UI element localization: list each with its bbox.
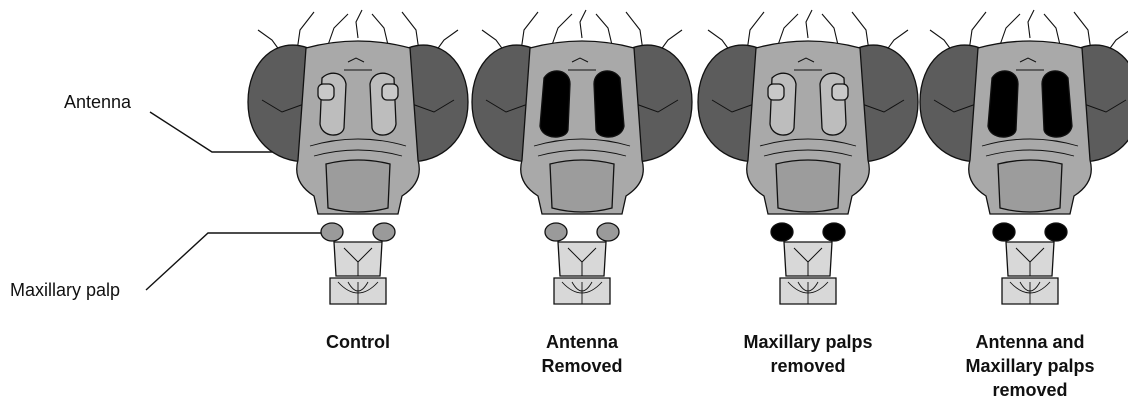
clypeus [326, 160, 390, 212]
right-maxillary-palp [373, 223, 395, 241]
bristle-left-inner [552, 14, 572, 45]
caption-control: Control [258, 330, 458, 354]
left-maxillary-palp-removed [771, 223, 793, 241]
bristle-center [806, 10, 812, 38]
clypeus [998, 160, 1062, 212]
caption-line: Antenna and [930, 330, 1128, 354]
right-maxillary-palp-removed [1045, 223, 1067, 241]
bristle-left-inner [328, 14, 348, 45]
caption-line: Removed [482, 354, 682, 378]
bristle-right-inner [1044, 14, 1060, 45]
fly-head-control [248, 10, 468, 304]
bristle-center [1028, 10, 1034, 38]
left-antenna-removed [988, 71, 1018, 137]
maxillary-palp-leader-line [146, 233, 328, 290]
caption-line: Maxillary palps [708, 330, 908, 354]
clypeus [776, 160, 840, 212]
fly-head-antenna-removed [472, 10, 692, 304]
left-antenna-segment [318, 84, 334, 100]
right-antenna [370, 73, 396, 135]
left-antenna [770, 73, 796, 135]
right-antenna [820, 73, 846, 135]
bristle-left-inner [778, 14, 798, 45]
bristle-right-inner [596, 14, 612, 45]
antenna-callout-label: Antenna [64, 92, 131, 112]
caption-line: removed [708, 354, 908, 378]
bristle-right-inner [822, 14, 838, 45]
caption-line: removed [930, 378, 1128, 402]
caption-line: Maxillary palps [930, 354, 1128, 378]
right-antenna-segment [382, 84, 398, 100]
left-maxillary-palp [545, 223, 567, 241]
right-maxillary-palp [597, 223, 619, 241]
bristle-right-inner [372, 14, 388, 45]
left-maxillary-palp [321, 223, 343, 241]
right-antenna-removed [1042, 71, 1072, 137]
maxillary-palp-callout-label: Maxillary palp [10, 280, 120, 300]
bristle-center [580, 10, 586, 38]
bristle-center [356, 10, 362, 38]
caption-line: Control [258, 330, 458, 354]
fly-head-both-removed [920, 10, 1128, 304]
clypeus [550, 160, 614, 212]
right-maxillary-palp-removed [823, 223, 845, 241]
right-antenna-segment [832, 84, 848, 100]
fly-head-palps-removed [698, 10, 918, 304]
left-antenna [320, 73, 346, 135]
left-antenna-segment [768, 84, 784, 100]
bristle-left-inner [1000, 14, 1020, 45]
left-maxillary-palp-removed [993, 223, 1015, 241]
left-antenna-removed [540, 71, 570, 137]
caption-line: Antenna [482, 330, 682, 354]
right-antenna-removed [594, 71, 624, 137]
